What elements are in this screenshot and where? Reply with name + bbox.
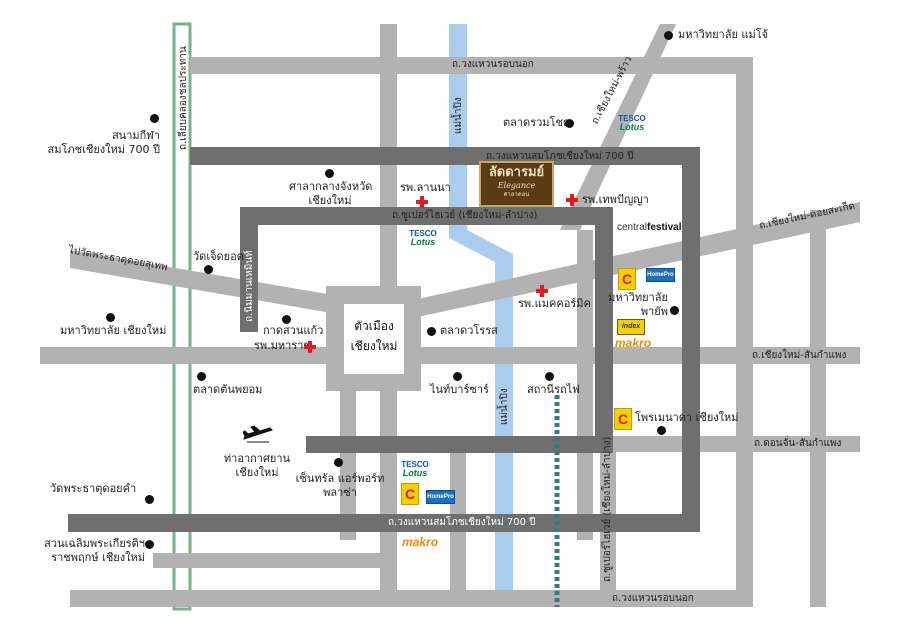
stadium-dot <box>150 114 159 123</box>
stadium-label-1: สนามกีฬา <box>111 129 160 142</box>
chiangmai-sankamphaeng-label: ถ.เชียงใหม่-สันกำแพง <box>752 350 847 361</box>
bigc-logo-east: C <box>618 268 636 290</box>
maejo-label: มหาวิทยาลัย แม่โจ้ <box>678 28 769 41</box>
city-center-line2: เชียงใหม่ <box>350 339 398 353</box>
city-hall-label-1: ศาลากลางจังหวัด <box>289 180 373 193</box>
project-logo-name: ลัดดารมย์ <box>488 165 545 180</box>
donchan-sankamphaeng-label: ถ.ดอนจั่น-สันกำแพง <box>754 438 842 449</box>
tesco-text: TESCO <box>618 114 646 123</box>
warorot-label: ตลาดวโรรส <box>440 324 498 337</box>
lotus-text: Lotus <box>410 237 436 247</box>
warorot-dot <box>427 327 436 336</box>
airport-label-2: เชียงใหม่ <box>235 466 279 479</box>
tesco-lotus-logo-center: TESCO Lotus <box>407 229 439 247</box>
ping-river-top-label: แม่น้ำปิง <box>453 97 464 134</box>
lotus-text: Lotus <box>619 122 645 132</box>
promenada-label: โพรเมนาดา เชียงใหม่ <box>635 411 739 424</box>
lanna-hospital-icon <box>416 196 428 208</box>
royal-park-dot <box>145 540 154 549</box>
royal-park-label-2: ราชพฤกษ์ เชียงใหม่ <box>51 551 145 564</box>
outer-ring-bottom-label: ถ.วงแหวนรอบนอก <box>612 593 694 604</box>
airport-label-1: ท่าอากาศยาน <box>223 452 291 465</box>
city-center: ตัวเมือง เชียงใหม่ <box>344 304 404 374</box>
payap-label-2: พายัพ <box>640 305 668 318</box>
promenada-dot <box>657 426 666 435</box>
bigc-logo-promenada: C <box>614 408 632 430</box>
stadium-label-2: สมโภชเชียงใหม่ 700 ปี <box>47 143 160 156</box>
tesco-lotus-logo-north: TESCO Lotus <box>616 114 648 132</box>
ring-roads <box>68 147 700 532</box>
nimmanhaemin-label: ถ.นิมมานเหมินท์ <box>244 250 255 322</box>
mccormick-hospital-label: รพ.แมคคอร์มิค <box>518 297 591 310</box>
project-logo-location: ศาลาดอน <box>503 191 530 198</box>
central-airport-dot <box>334 458 343 467</box>
tesco-text: TESCO <box>409 229 437 238</box>
city-center-line1: ตัวเมือง <box>354 319 394 333</box>
ton-payom-dot <box>197 372 206 381</box>
ruamchok-dot <box>565 119 574 128</box>
wat-doi-kham-label: วัดพระธาตุดอยคำ <box>50 482 137 495</box>
maharaj-hospital-label: รพ.มหาราช <box>254 339 311 352</box>
cmu-dot <box>106 313 115 322</box>
railway-station-label: สถานีรถไฟ <box>527 383 580 396</box>
thepanya-hospital-label: รพ.เทพปัญญา <box>582 193 649 206</box>
tesco-lotus-logo-south: TESCO Lotus <box>399 460 431 478</box>
ton-payom-label: ตลาดต้นพยอม <box>193 383 263 396</box>
wat-jet-yot-dot <box>204 265 213 274</box>
index-logo: index <box>617 319 645 335</box>
outer-ring-top-label: ถ.วงแหวนรอบนอก <box>452 59 534 70</box>
central-prefix: central <box>617 222 648 233</box>
bigc-logo-south: C <box>401 483 419 505</box>
central-festival-logo: centralfestival <box>617 222 681 233</box>
maharaj-hospital-icon <box>304 341 316 353</box>
royal-park-label-1: สวนเฉลิมพระเกียรติฯ <box>44 537 145 550</box>
maejo-dot <box>664 31 673 40</box>
wat-doi-kham-dot <box>145 495 154 504</box>
city-hall-dot <box>325 169 334 178</box>
ping-river-bottom-label: แม่น้ำปิง <box>499 388 510 425</box>
cmu-label: มหาวิทยาลัย เชียงใหม่ <box>60 324 167 337</box>
tesco-text: TESCO <box>401 460 429 469</box>
superhighway-top-label: ถ.ซูเปอร์ไฮเวย์ (เชียงใหม่-ลำปาง) <box>392 210 538 221</box>
thepanya-hospital-icon <box>566 194 578 206</box>
ring-700-top-label: ถ.วงแหวนสมโภชเชียงใหม่ 700 ปี <box>486 151 634 162</box>
homepro-logo-south: HomePro <box>426 490 455 504</box>
city-hall-label-2: เชียงใหม่ <box>308 194 352 207</box>
mccormick-hospital-icon <box>536 285 548 297</box>
superhighway-right-label: ถ.ซูเปอร์ไฮเวย์ (เชียงใหม่-ลำปาง) <box>602 436 613 582</box>
railway-station-dot <box>545 372 554 381</box>
night-bazaar-label: ไนท์บาร์ซาร์ <box>430 383 489 396</box>
makro-logo-south: makro <box>402 535 439 549</box>
payap-dot <box>670 306 679 315</box>
homepro-logo-east: HomePro <box>646 268 675 282</box>
canal-road-label: ถ.เลียบคลองชลประทาน <box>178 46 189 150</box>
project-logo: ลัดดารมย์ Elegance ศาลาดอน <box>479 161 554 207</box>
central-airport-label-1: เซ็นทรัล แอร์พอร์ท <box>295 472 385 485</box>
ruamchok-label: ตลาดรวมโชค <box>503 116 571 129</box>
kad-suan-kaew-label: กาดสวนแก้ว <box>263 324 324 337</box>
payap-label-1: มหาวิทยาลัย <box>608 291 668 304</box>
ring-700-bottom-label: ถ.วงแหวนสมโภชเชียงใหม่ 700 ปี <box>388 517 536 528</box>
project-logo-subtitle: Elegance <box>497 181 536 190</box>
makro-logo-east: makro <box>615 336 652 350</box>
central-airport-label-2: พลาซ่า <box>323 486 357 499</box>
lotus-text: Lotus <box>402 468 428 478</box>
central-suffix: festival <box>647 222 682 233</box>
irrigation-canal <box>172 22 192 611</box>
lanna-hospital-label: รพ.ลานนา <box>400 181 451 194</box>
airplane-icon <box>243 426 273 443</box>
wat-jet-yot-label: วัดเจ็ดยอด <box>193 250 244 263</box>
night-bazaar-dot <box>453 372 462 381</box>
kad-suan-kaew-dot <box>282 315 291 324</box>
